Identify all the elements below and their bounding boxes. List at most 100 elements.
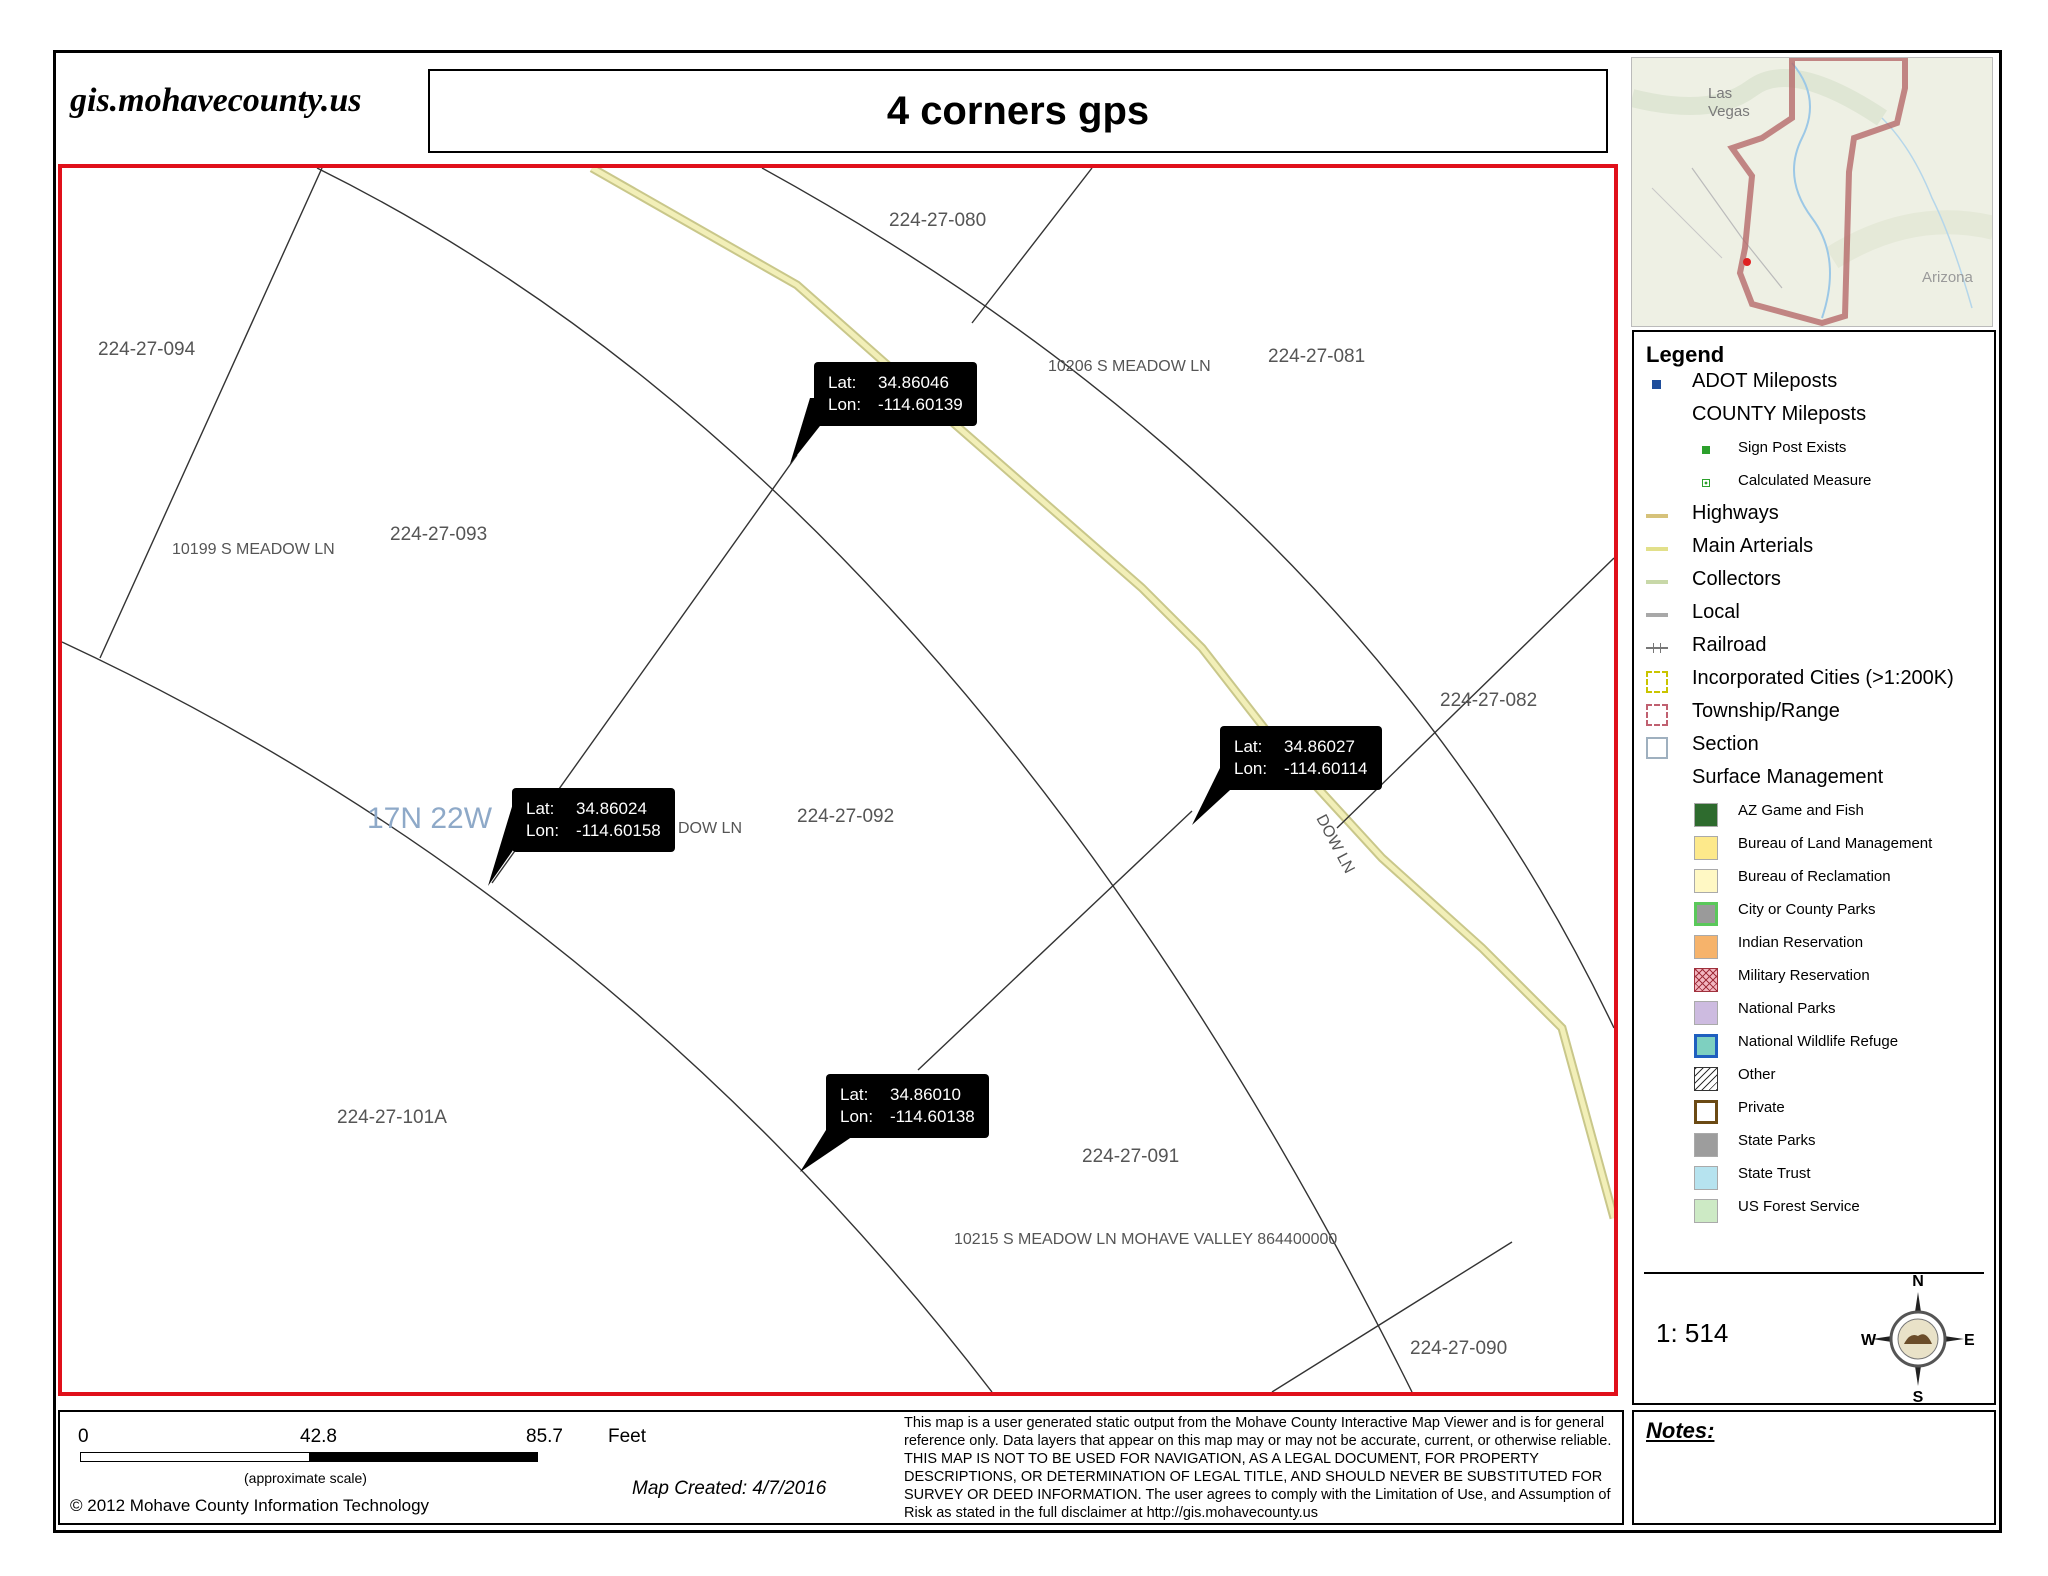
- legend-item-label: ADOT Mileposts: [1692, 370, 1838, 392]
- legend-item-label: Other: [1738, 1066, 1776, 1083]
- compass-w: W: [1861, 1332, 1877, 1349]
- map-created-date: Map Created: 4/7/2016: [632, 1478, 827, 1499]
- parcel-label: 224-27-082: [1440, 690, 1537, 711]
- legend-item: Incorporated Cities (>1:200K): [1634, 665, 1994, 695]
- page-frame: [53, 50, 2002, 1533]
- legend-item-label: Section: [1692, 733, 1759, 755]
- legend-item-label: Indian Reservation: [1738, 934, 1864, 951]
- line-legend-icon: [1646, 613, 1668, 617]
- legend-item-label: Surface Management: [1692, 766, 1884, 788]
- legend-item: AZ Game and Fish: [1634, 797, 1994, 827]
- legend-item: National Wildlife Refuge: [1634, 1028, 1994, 1058]
- legend-item: National Parks: [1634, 995, 1994, 1025]
- address-label: DOW LN: [678, 820, 742, 837]
- scalebar-units: Feet: [608, 1426, 647, 1447]
- fill-legend-icon: [1694, 836, 1718, 860]
- legend-item: Calculated Measure: [1634, 467, 1994, 497]
- north-arrow-compass-icon: N S W E: [1861, 1274, 1975, 1404]
- legend-item-label: Bureau of Reclamation: [1738, 868, 1891, 885]
- scalebar: [80, 1452, 538, 1462]
- parcel-label: 224-27-101A: [337, 1107, 447, 1128]
- site-url[interactable]: gis.mohavecounty.us: [70, 82, 362, 119]
- legend-item-label: Local: [1692, 601, 1740, 623]
- township-label: 17N 22W: [367, 802, 493, 835]
- parcel-label: 224-27-080: [889, 210, 986, 231]
- parcel-line-5: [971, 168, 1093, 324]
- locator-map-graphic: Las Vegas Arizona: [1632, 58, 1992, 326]
- parcel-arc-1: [761, 168, 1614, 1029]
- legend-divider: [1644, 1272, 1984, 1274]
- parcel-line-9: [1271, 1241, 1513, 1392]
- blue-square-legend-icon: [1652, 380, 1661, 389]
- compass-e: E: [1964, 1332, 1975, 1349]
- parcel-label: 224-27-081: [1268, 346, 1365, 367]
- legend-item-label: AZ Game and Fish: [1738, 802, 1864, 819]
- inset-state-label: Arizona: [1922, 269, 1974, 286]
- legend-item: State Parks: [1634, 1127, 1994, 1157]
- parcel-arc-2: [316, 168, 1413, 1392]
- fill-border-legend-icon: [1694, 1100, 1718, 1124]
- parcel-line-6: [1336, 557, 1614, 829]
- legend-item: Bureau of Land Management: [1634, 830, 1994, 860]
- fill-legend-icon: [1694, 1133, 1718, 1157]
- legend-item-label: National Wildlife Refuge: [1738, 1033, 1899, 1050]
- meadow-ln-road: [590, 168, 1614, 1219]
- gps-callout-e[interactable]: Lat:34.86027 Lon:-114.60114: [1220, 726, 1382, 790]
- scalebar-filled-segment: [309, 1453, 537, 1461]
- map-view[interactable]: 17N 22W 224-27-080 224-27-094 224-27-081…: [58, 164, 1618, 1396]
- gps-callout-w[interactable]: Lat:34.86024 Lon:-114.60158: [512, 788, 675, 852]
- legend-item: Private: [1634, 1094, 1994, 1124]
- copyright-text: © 2012 Mohave County Information Technol…: [70, 1496, 430, 1515]
- compass-n: N: [1912, 1274, 1924, 1290]
- locator-map[interactable]: Las Vegas Arizona: [1631, 57, 1993, 327]
- legend-item: Bureau of Reclamation: [1634, 863, 1994, 893]
- inset-city-line-1: Las: [1708, 85, 1732, 102]
- fill-legend-icon: [1694, 1166, 1718, 1190]
- legend-item-label: Township/Range: [1692, 700, 1840, 722]
- box-legend-icon: [1646, 737, 1668, 759]
- legend-item-label: Railroad: [1692, 634, 1767, 656]
- scalebar-tick-2: 85.7: [526, 1426, 563, 1447]
- inset-city-line-2: Vegas: [1708, 103, 1750, 120]
- parcel-label: 224-27-094: [98, 339, 196, 360]
- legend-item: Other: [1634, 1061, 1994, 1091]
- legend-item: Township/Range: [1634, 698, 1994, 728]
- disclaimer-text: This map is a user generated static outp…: [904, 1415, 1612, 1521]
- line-legend-icon: [1646, 580, 1668, 584]
- compass-s: S: [1913, 1389, 1924, 1404]
- gps-callout-s[interactable]: Lat:34.86010 Lon:-114.60138: [826, 1074, 989, 1138]
- parcel-line-4: [99, 168, 323, 659]
- legend-item-label: Bureau of Land Management: [1738, 835, 1933, 852]
- legend-item: Section: [1634, 731, 1994, 761]
- legend-item-label: State Trust: [1738, 1165, 1811, 1182]
- fill-legend-icon: [1694, 869, 1718, 893]
- legend-item-label: COUNTY Mileposts: [1692, 403, 1867, 425]
- map-title-box: 4 corners gps: [428, 69, 1608, 153]
- inset-city-label: Las Vegas: [1708, 85, 1750, 120]
- parcel-label: 224-27-091: [1082, 1146, 1179, 1167]
- fill-legend-icon: [1694, 803, 1718, 827]
- legend-item: Highways: [1634, 500, 1994, 530]
- legend-item: Collectors: [1634, 566, 1994, 596]
- legend-item-label: Highways: [1692, 502, 1779, 524]
- scalebar-note: (approximate scale): [244, 1470, 367, 1486]
- railroad-legend-icon: [1646, 643, 1668, 653]
- gps-callout-ne[interactable]: Lat:34.86046 Lon:-114.60139: [814, 362, 977, 426]
- legend-item: Main Arterials: [1634, 533, 1994, 563]
- scalebar-tick-1: 42.8: [300, 1426, 337, 1447]
- legend-item: Railroad: [1634, 632, 1994, 662]
- legend-item: Local: [1634, 599, 1994, 629]
- legend-item: US Forest Service: [1634, 1193, 1994, 1223]
- hatch-cross-legend-icon: [1694, 968, 1718, 992]
- callout-pointer: [800, 1130, 862, 1172]
- legend-item-label: Calculated Measure: [1738, 472, 1872, 489]
- legend-item-label: Sign Post Exists: [1738, 439, 1847, 456]
- legend-item-label: National Parks: [1738, 1000, 1836, 1017]
- legend-title: Legend: [1646, 342, 1725, 367]
- fill-border-legend-icon: [1694, 902, 1718, 926]
- dashed-box-legend-icon: [1646, 671, 1668, 693]
- legend-item-label: Military Reservation: [1738, 967, 1870, 984]
- legend-item: Sign Post Exists: [1634, 434, 1994, 464]
- parcel-label: 224-27-092: [797, 806, 894, 827]
